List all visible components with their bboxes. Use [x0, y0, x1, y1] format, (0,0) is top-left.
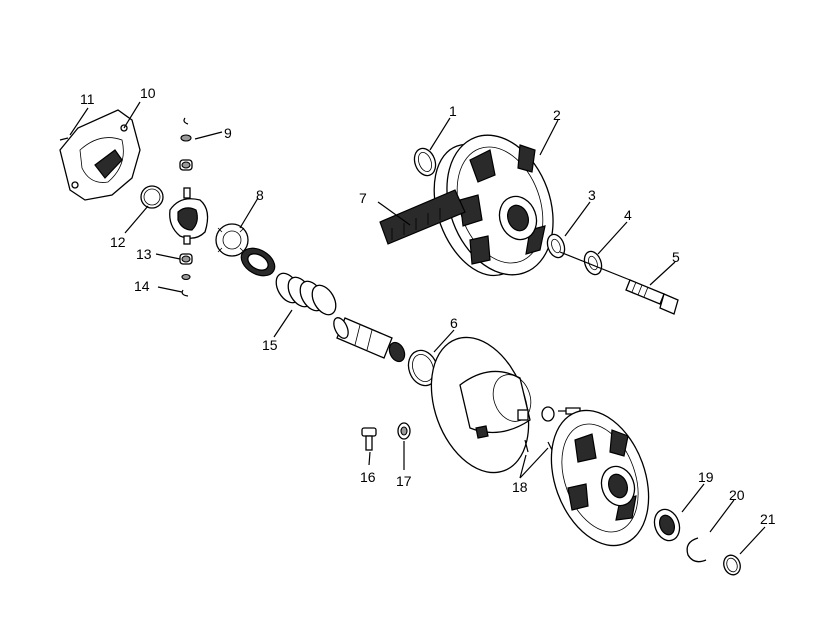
callout-3: 3: [588, 187, 596, 203]
callout-20: 20: [729, 487, 745, 503]
housing-10: [59, 109, 141, 201]
retaining-ring-12: [140, 185, 164, 209]
callout-11: 11: [80, 91, 95, 107]
callout-21: 21: [760, 511, 776, 527]
callout-6: 6: [450, 315, 458, 331]
callout-15: 15: [262, 337, 278, 353]
bearing-19: [653, 508, 681, 542]
callout-2: 2: [553, 107, 561, 123]
callout-5: 5: [672, 249, 680, 265]
callout-9: 9: [224, 125, 232, 141]
sheave-2: [433, 134, 554, 277]
spring-seat: [240, 247, 276, 277]
washer-21: [723, 554, 741, 576]
bolt-5: [559, 251, 679, 315]
pins-18: [524, 439, 553, 453]
callout-labels: 11 10 9 8 12 13 14 15 1 2 7 3 4 5 6 16 1…: [80, 85, 776, 527]
callout-12: 12: [110, 234, 126, 250]
callout-16: 16: [360, 469, 376, 485]
pin-11: [59, 137, 69, 141]
washer-4: [583, 250, 603, 276]
spider-hub: [169, 187, 209, 245]
callout-18: 18: [512, 479, 528, 495]
callout-17: 17: [396, 473, 412, 489]
fixed-sheave: [430, 336, 532, 474]
button-washer-8: [215, 223, 249, 257]
leader-lines: [69, 101, 766, 555]
clip-14: [181, 289, 189, 297]
spring-15: [275, 272, 337, 316]
washer-1: [413, 147, 437, 177]
shaft-sleeve: [333, 317, 406, 363]
callout-7: 7: [359, 190, 367, 206]
clip-9: [180, 117, 192, 142]
callout-4: 4: [624, 207, 632, 223]
callout-1: 1: [449, 103, 457, 119]
roller-top: [179, 159, 193, 171]
callout-13: 13: [136, 246, 152, 262]
callout-19: 19: [698, 469, 714, 485]
rear-sheave: [550, 409, 650, 547]
bolt-16: [361, 427, 377, 451]
callout-8: 8: [256, 187, 264, 203]
roller-13: [179, 253, 193, 281]
callout-14: 14: [134, 278, 150, 294]
belt-7: [379, 189, 466, 245]
callout-10: 10: [140, 85, 156, 101]
nut-17: [397, 422, 411, 440]
snap-ring-20: [686, 537, 707, 563]
